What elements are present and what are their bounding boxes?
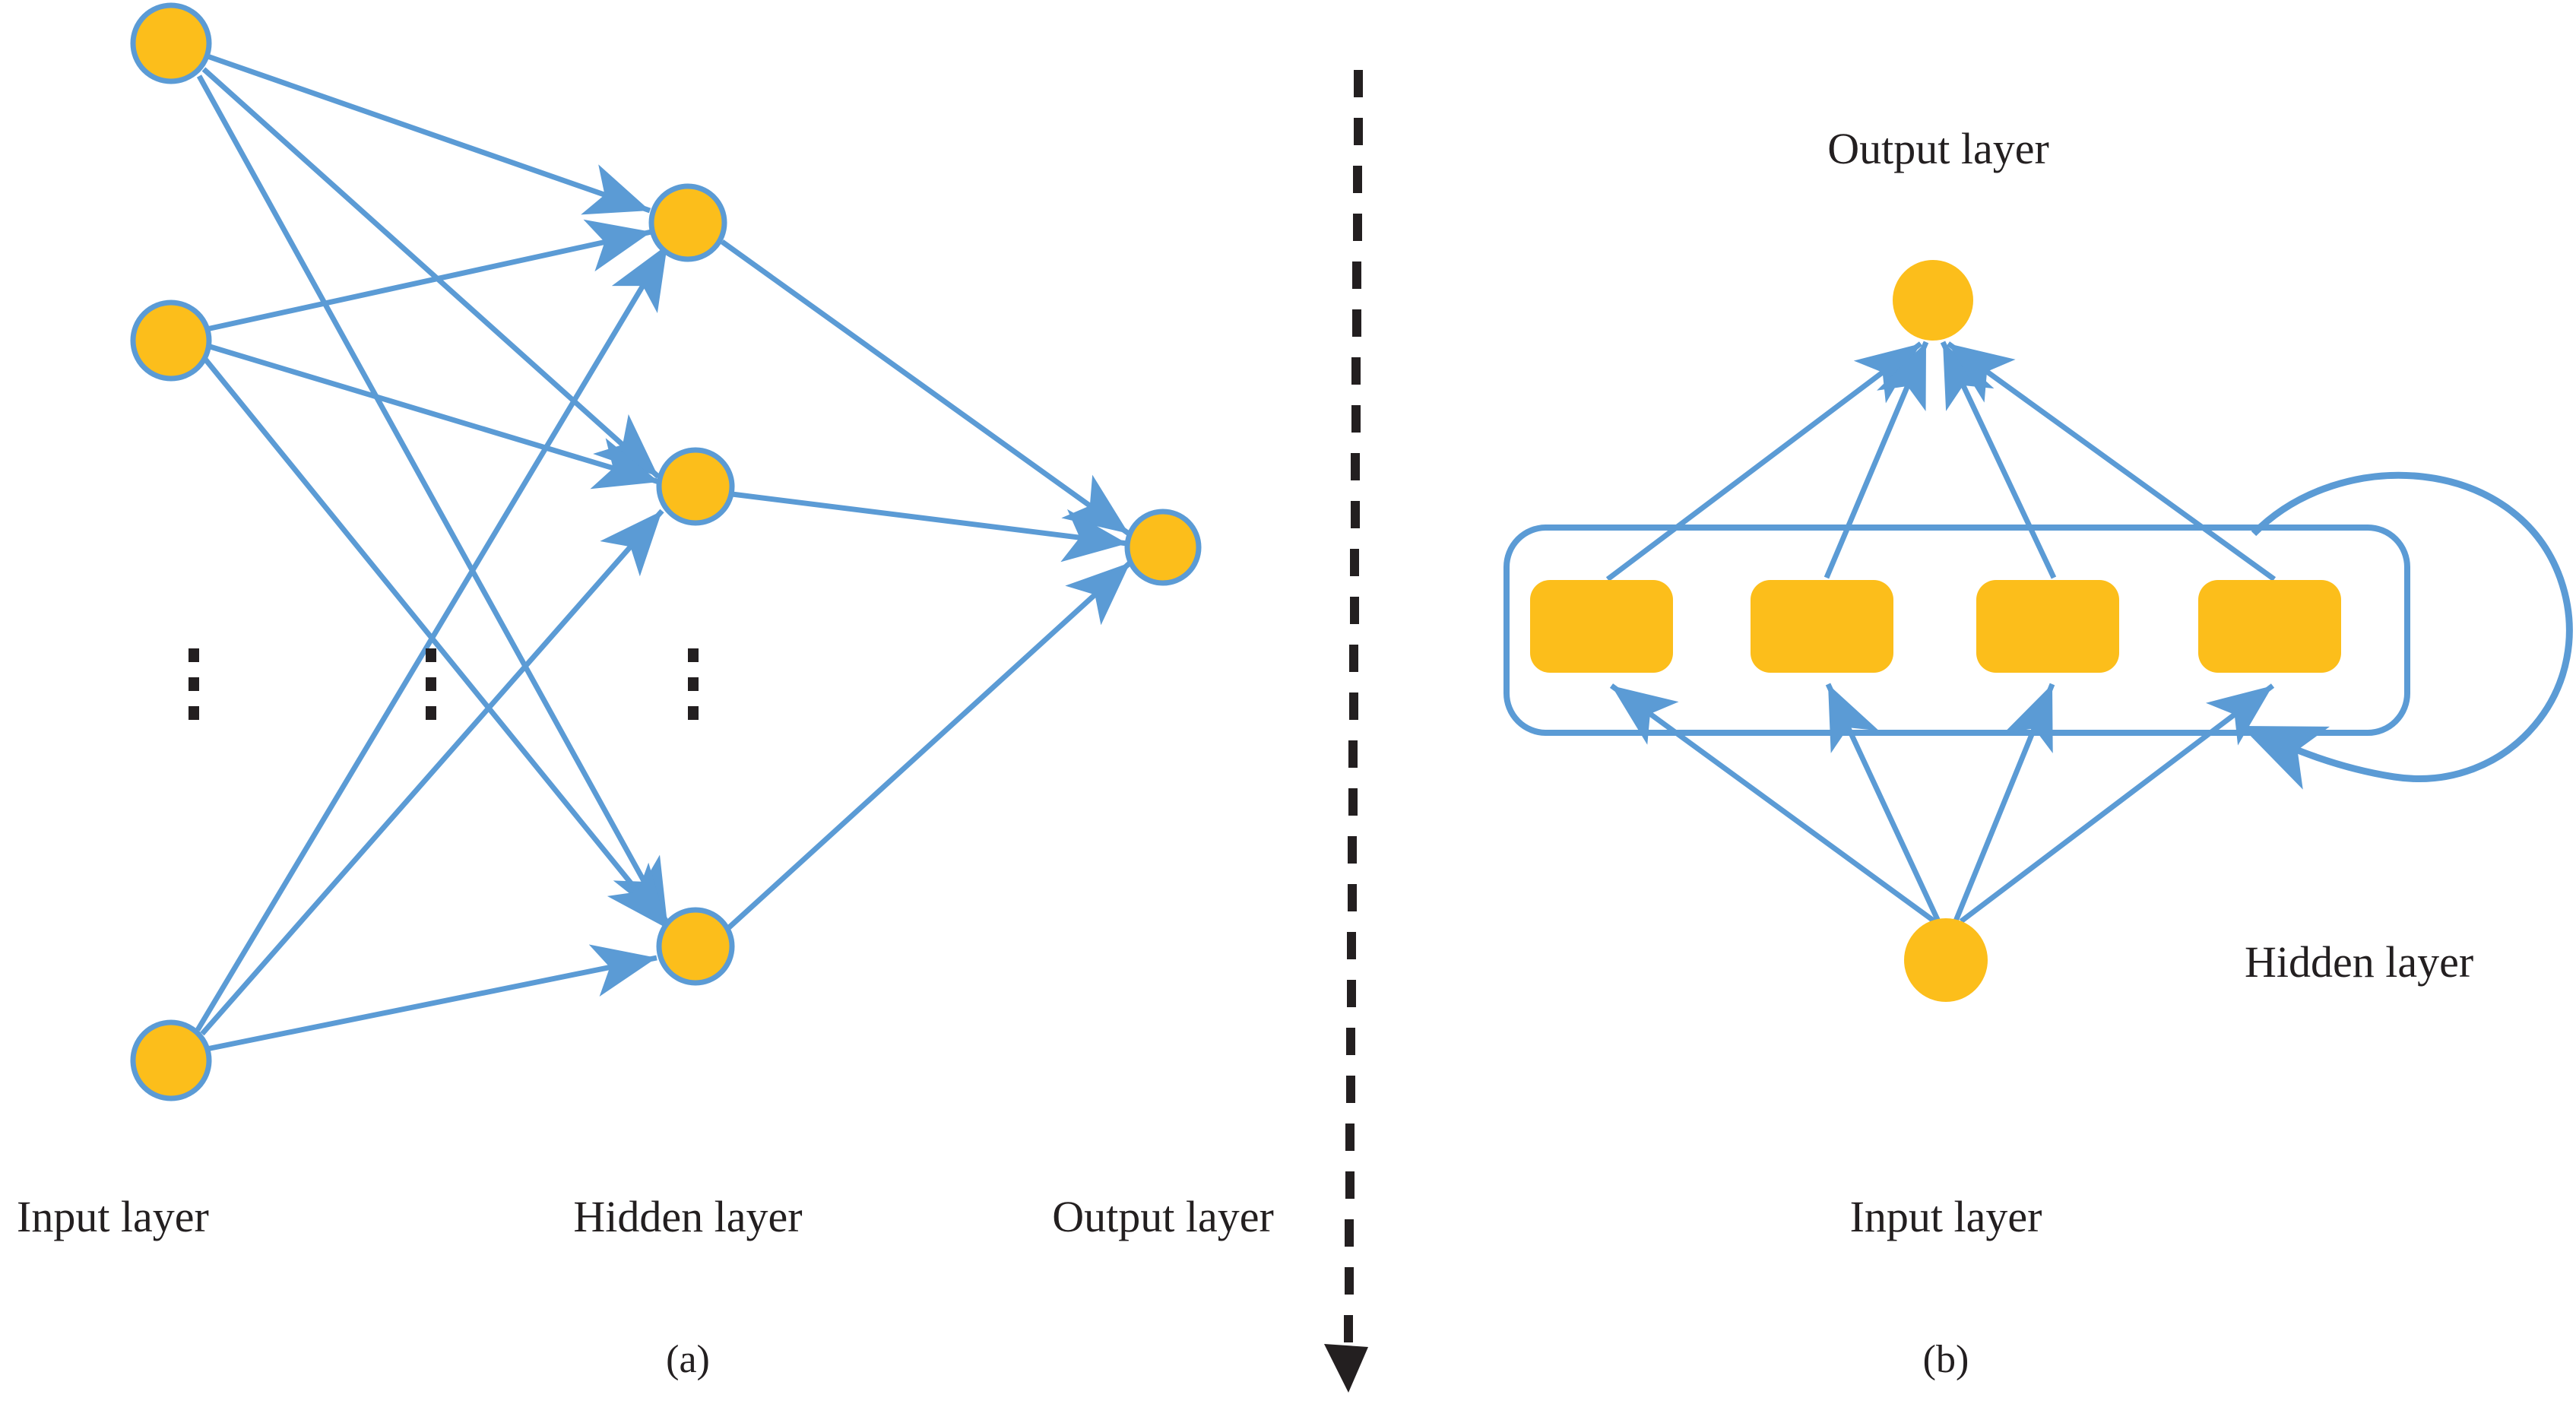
input-node-2[interactable]: [130, 299, 212, 382]
ellipsis-dot: [189, 677, 199, 691]
input-node-1[interactable]: [130, 2, 212, 84]
hidden-node-3[interactable]: [656, 907, 735, 986]
dashed-divider-arrow: [1324, 70, 1368, 1393]
ellipsis-dot: [426, 648, 436, 662]
panel-b-input-node[interactable]: [1904, 918, 1988, 1002]
panel-a-tag: (a): [666, 1338, 710, 1381]
ellipsis-dot: [426, 706, 436, 720]
hidden-cell-3[interactable]: [1976, 580, 2119, 673]
hidden-node-1[interactable]: [648, 183, 727, 262]
panel-a-ellipsis-dots: [189, 648, 699, 720]
ellipsis-dot: [688, 706, 699, 720]
hidden-node-2[interactable]: [656, 447, 735, 526]
divider-arrowhead: [1324, 1344, 1368, 1393]
panel-a-hidden-label: Hidden layer: [573, 1192, 802, 1241]
panel-b-output-label: Output layer: [1827, 124, 2049, 173]
panel-b-hidden-cells: [1530, 580, 2341, 673]
ellipsis-dot: [688, 677, 699, 691]
panel-a-nodes: [130, 2, 1202, 1101]
ellipsis-dot: [688, 648, 699, 662]
ellipsis-dot: [426, 677, 436, 691]
panel-a-edges: [195, 53, 1133, 1052]
input-node-3[interactable]: [130, 1019, 212, 1101]
ellipsis-dot: [189, 706, 199, 720]
panel-a-output-label: Output layer: [1052, 1192, 1274, 1241]
panel-b-hidden-label: Hidden layer: [2245, 937, 2473, 987]
panel-b-hidden-to-output-edges: [1605, 341, 2277, 582]
panel-a-input-label: Input layer: [17, 1192, 209, 1241]
panel-b-input-label: Input layer: [1850, 1192, 2042, 1241]
hidden-cell-2[interactable]: [1751, 580, 1893, 673]
panel-b-tag: (b): [1923, 1338, 1969, 1381]
hidden-cell-1[interactable]: [1530, 580, 1673, 673]
panel-b-input-to-hidden-edges: [1609, 683, 2275, 924]
output-node[interactable]: [1124, 509, 1202, 586]
panel-b-recurrent-loop: [2239, 471, 2573, 790]
hidden-layer-container: [1503, 525, 2410, 736]
hidden-cell-4[interactable]: [2198, 580, 2341, 673]
ellipsis-dot: [189, 648, 199, 662]
panel-b-output-node[interactable]: [1893, 260, 1973, 341]
